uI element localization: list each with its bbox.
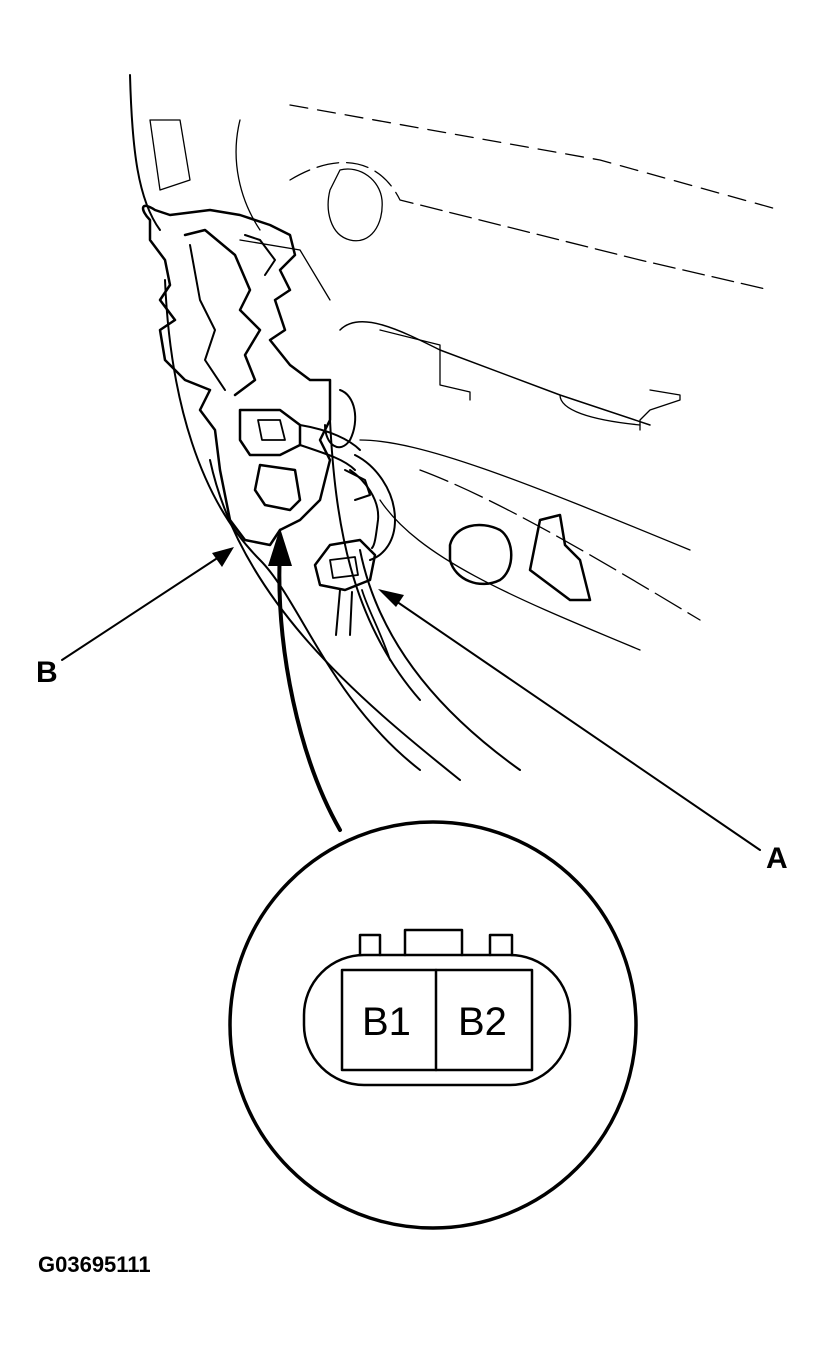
detail-circle [228, 820, 638, 1230]
background-panel-lines [149, 104, 781, 651]
callout-label-b: B [36, 656, 58, 689]
pin-label-b2: B2 [458, 1000, 507, 1044]
leader-a [389, 596, 761, 851]
connector-a [313, 454, 396, 661]
leader-b [61, 554, 223, 661]
door-bumper [448, 513, 592, 602]
leader-a-arrowhead [378, 589, 404, 607]
figure-id: G03695111 [38, 1252, 151, 1277]
detail-arrow-head [268, 528, 292, 566]
leader-b-arrowhead [212, 547, 234, 567]
door-panel-outline [129, 74, 651, 781]
connector-b-face [302, 928, 572, 1087]
latch-mechanism [141, 204, 371, 547]
callout-label-a: A [766, 842, 788, 875]
pin-label-b1: B1 [362, 1000, 411, 1044]
detail-arrow [277, 546, 342, 832]
